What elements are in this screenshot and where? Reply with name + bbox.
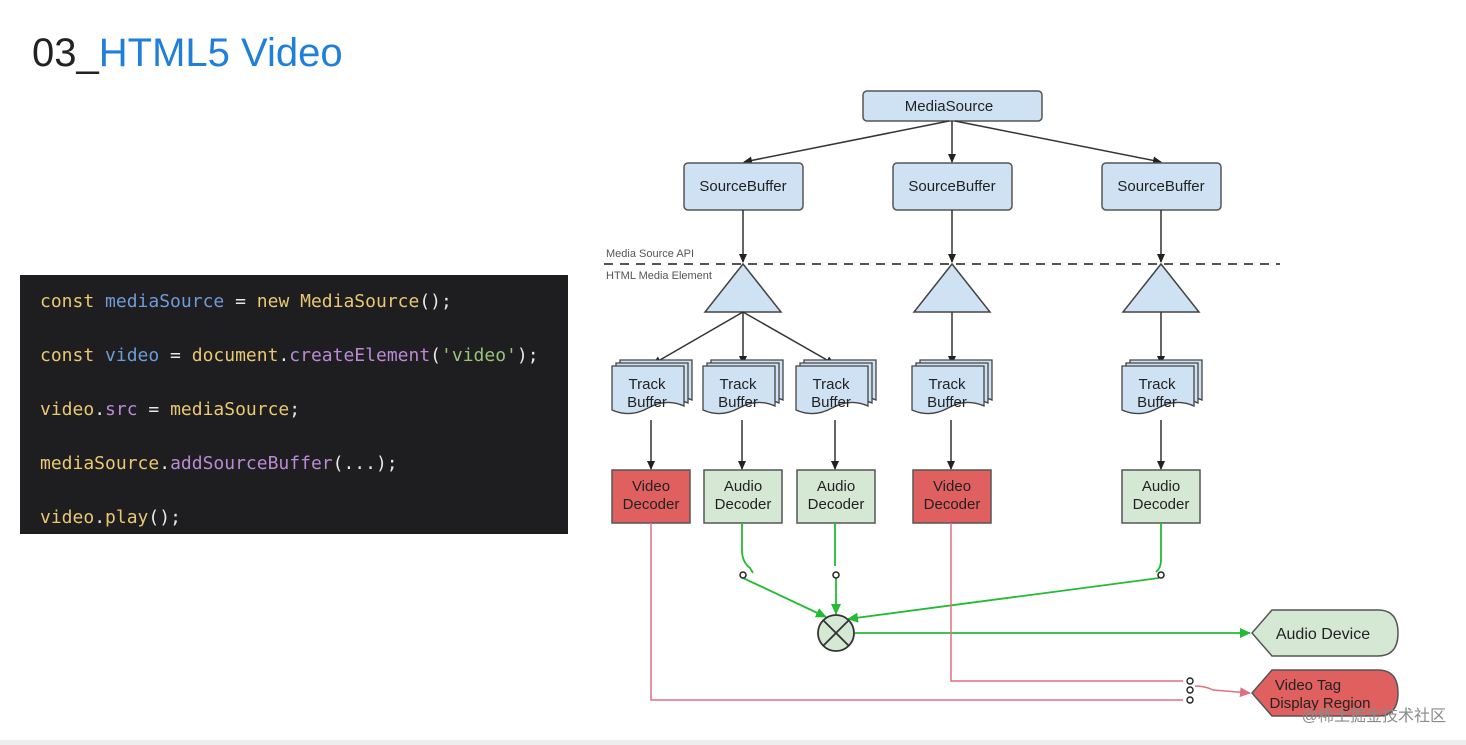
code-token: ();	[148, 507, 181, 528]
audio-mixer-node	[817, 614, 855, 652]
code-token: =	[137, 399, 171, 420]
code-token: play	[105, 507, 149, 528]
code-token: .	[278, 345, 290, 366]
source-buffer-arrows	[739, 210, 1165, 263]
audio-switch-nodes	[739, 571, 1165, 579]
audio-decoder-node: Audio Decoder	[703, 469, 783, 524]
code-token: mediaSource	[170, 399, 290, 420]
track-label: Track	[929, 376, 966, 393]
audio-decoder-node: Audio Decoder	[1121, 469, 1201, 524]
code-token: );	[516, 345, 539, 366]
code-line: const mediaSource = new MediaSource();	[40, 275, 568, 329]
code-token: =	[159, 345, 192, 366]
code-token: video	[40, 507, 95, 528]
media-source-api-label: Media Source API	[606, 248, 694, 260]
code-token: (...);	[332, 453, 398, 474]
source-buffer-label: SourceBuffer	[908, 178, 995, 195]
decoder-type-label: Audio	[1142, 478, 1180, 495]
watermark: @稀土掘金技术社区	[1301, 708, 1446, 725]
display-region-label: Display Region	[1270, 695, 1371, 712]
demuxer-triangle	[912, 262, 992, 313]
code-token: document	[191, 345, 279, 366]
code-token: mediaSource	[40, 453, 160, 474]
video-decoder-node: Video Decoder	[912, 469, 992, 524]
track-label: Track	[1139, 376, 1176, 393]
audio-paths	[741, 523, 1251, 638]
track-label: Track	[629, 376, 666, 393]
code-token: const	[40, 345, 95, 366]
decoder-label: Decoder	[924, 496, 981, 513]
media-source-label: MediaSource	[905, 98, 993, 115]
track-label: Track	[720, 376, 757, 393]
code-token: const	[40, 291, 95, 312]
source-buffer-node: SourceBuffer	[683, 162, 804, 211]
source-buffer-node: SourceBuffer	[892, 162, 1013, 211]
code-token: 'video'	[441, 345, 517, 366]
video-tag-display-node: Video Tag Display Region	[1251, 669, 1399, 717]
code-token: .	[94, 399, 106, 420]
html-media-element-label: HTML Media Element	[606, 270, 712, 282]
code-token: mediaSource	[105, 291, 225, 312]
audio-device-label: Audio Device	[1276, 626, 1370, 643]
decoder-label: Decoder	[715, 496, 772, 513]
video-tag-label: Video Tag	[1275, 677, 1341, 694]
code-token: addSourceBuffer	[170, 453, 333, 474]
code-token: video	[105, 345, 160, 366]
decoder-type-label: Audio	[817, 478, 855, 495]
triangle-arrows	[652, 311, 1165, 365]
slide-title: 03_HTML5 Video	[32, 26, 343, 80]
video-decoder-node: Video Decoder	[611, 469, 691, 524]
media-source-arrows	[743, 120, 1162, 165]
code-token: video	[40, 399, 95, 420]
code-line: video.src = mediaSource;	[40, 383, 568, 437]
demuxer-triangle	[703, 262, 783, 313]
media-source-node: MediaSource	[862, 90, 1043, 122]
code-token: =	[224, 291, 257, 312]
title-main: HTML5 Video	[98, 31, 343, 75]
decoder-type-label: Audio	[724, 478, 762, 495]
source-buffer-label: SourceBuffer	[699, 178, 786, 195]
decoder-type-label: Video	[933, 478, 971, 495]
code-token: createElement	[289, 345, 431, 366]
bottom-bar	[0, 740, 1466, 745]
source-buffer-label: SourceBuffer	[1117, 178, 1204, 195]
buffer-label: Buffer	[718, 394, 758, 411]
buffer-label: Buffer	[1137, 394, 1177, 411]
decoder-type-label: Video	[632, 478, 670, 495]
code-line: mediaSource.addSourceBuffer(...);	[40, 437, 568, 491]
audio-device-node: Audio Device	[1251, 609, 1399, 657]
video-switch-nodes	[1186, 677, 1194, 704]
code-line: video.play();	[40, 491, 568, 545]
track-label: Track	[813, 376, 850, 393]
code-token: ;	[289, 399, 301, 420]
decoder-label: Decoder	[623, 496, 680, 513]
code-token: .	[94, 507, 106, 528]
code-token: new	[256, 291, 290, 312]
title-prefix: 03_	[32, 31, 99, 75]
buffer-label: Buffer	[927, 394, 967, 411]
audio-decoder-node: Audio Decoder	[796, 469, 876, 524]
decoder-label: Decoder	[1133, 496, 1190, 513]
buffer-label: Buffer	[811, 394, 851, 411]
code-token: ();	[419, 291, 452, 312]
code-line: const video = document.createElement('vi…	[40, 329, 568, 383]
code-token: MediaSource	[300, 291, 420, 312]
code-panel: const mediaSource = new MediaSource();co…	[20, 275, 568, 534]
track-buffer-arrows	[647, 420, 1165, 470]
decoder-label: Decoder	[808, 496, 865, 513]
source-buffer-node: SourceBuffer	[1101, 162, 1222, 211]
code-token: src	[105, 399, 138, 420]
video-paths	[650, 523, 1251, 701]
code-token: (	[430, 345, 442, 366]
buffer-label: Buffer	[627, 394, 667, 411]
code-token: .	[159, 453, 171, 474]
demuxer-triangle	[1121, 262, 1201, 313]
